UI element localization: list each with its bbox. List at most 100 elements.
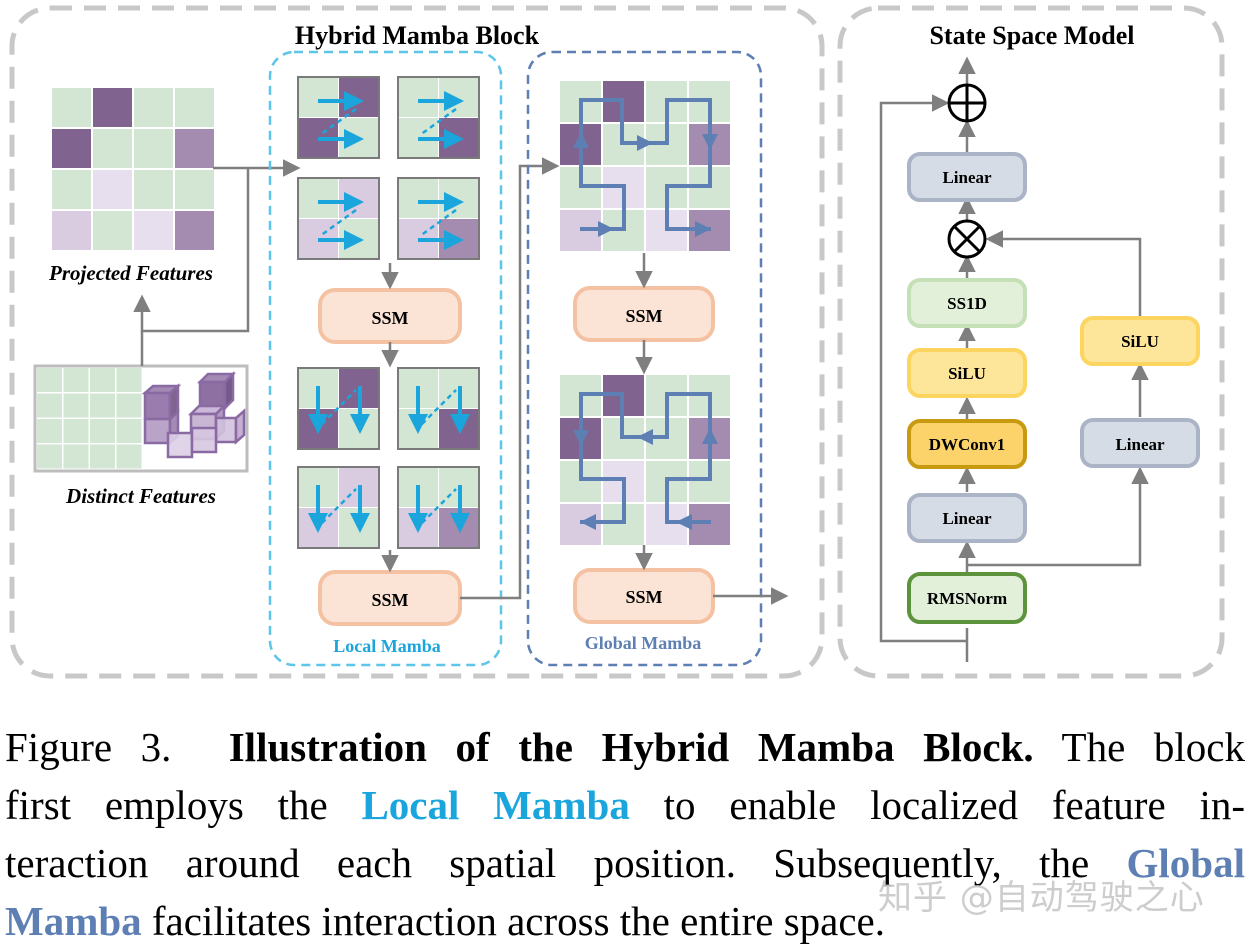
hybrid-block-title: Hybrid Mamba Block — [295, 21, 540, 50]
feature-cell — [116, 419, 142, 443]
svg-text:SS1D: SS1D — [947, 294, 987, 313]
scan-dash — [321, 389, 357, 425]
caption-line-4: Mamba facilitates interaction across the… — [5, 898, 886, 944]
hybrid-mamba-diagram: Hybrid Mamba Block State Space Model Pro… — [9, 5, 1225, 679]
caption-line-2: first employs the Local Mamba to enable … — [5, 782, 1245, 828]
patch-border — [297, 367, 380, 450]
svg-text:SiLU: SiLU — [1121, 332, 1159, 351]
scan-arrowhead — [702, 134, 718, 150]
svg-text:SSM: SSM — [625, 306, 662, 326]
feature-cell — [52, 170, 91, 209]
patch-cell — [339, 77, 379, 117]
feature-cell — [93, 211, 132, 250]
svg-text:SSM: SSM — [625, 587, 662, 607]
scan-arrowhead — [598, 221, 614, 237]
patch-border — [297, 466, 380, 549]
feature-cell — [90, 393, 115, 418]
scan-dash — [321, 488, 357, 524]
feature-cell — [93, 88, 132, 127]
scan-arrowhead — [637, 135, 653, 151]
connector-arrow — [133, 168, 250, 333]
figure-caption: Figure 3. Illustration of the Hybrid Mam… — [5, 718, 1245, 950]
feature-cell — [134, 88, 173, 127]
scan-arrowhead — [580, 514, 596, 530]
patch-cell — [339, 178, 379, 218]
global-ssm-box-2: SSM — [573, 568, 715, 624]
scan-dash — [319, 107, 357, 137]
svg-text:RMSNorm: RMSNorm — [927, 589, 1007, 608]
scan-patch — [297, 177, 380, 260]
scan-patch — [397, 466, 480, 549]
feature-cell — [175, 129, 214, 168]
scan-patch — [297, 76, 380, 159]
local-ssm-box-1: SSM — [318, 288, 462, 344]
feature-cell — [175, 88, 214, 127]
caption-title: Illustration of the Hybrid Mamba Block. — [228, 724, 1034, 770]
scan-arrowhead — [695, 221, 711, 237]
linear-right-node: Linear — [1080, 418, 1200, 468]
projected-features-grid — [52, 88, 214, 250]
scan-arrowhead — [702, 428, 718, 444]
scan-direction-arrows — [573, 132, 718, 530]
feature-cell — [63, 393, 89, 418]
patch-cell — [298, 178, 338, 218]
feature-cell — [37, 419, 62, 443]
silu-left-node: SiLU — [907, 348, 1027, 398]
scan-dash — [419, 208, 457, 238]
scan-arrowhead — [637, 429, 653, 445]
linear-top-node: Linear — [907, 152, 1027, 202]
global-mamba-container — [526, 50, 763, 667]
scan-dash — [319, 208, 357, 238]
patch-cell — [398, 77, 438, 117]
distinct-features-panel — [33, 364, 249, 473]
feature-cell — [116, 368, 142, 392]
local-mamba-label: Local Mamba — [333, 636, 441, 656]
ss1d-node: SS1D — [907, 278, 1027, 328]
svg-text:DWConv1: DWConv1 — [929, 435, 1006, 454]
feature-cell — [52, 211, 91, 250]
feature-cell — [93, 170, 132, 209]
feature-cell — [37, 444, 62, 469]
feature-cell — [63, 419, 89, 443]
svg-text:Linear: Linear — [942, 509, 992, 528]
dwconv-node: DWConv1 — [907, 419, 1027, 469]
feature-cell — [134, 129, 173, 168]
patch-border — [297, 177, 380, 260]
scan-patch — [397, 76, 480, 159]
linear-left-node: Linear — [907, 493, 1027, 543]
feature-cell — [134, 211, 173, 250]
add-operator-icon — [947, 83, 987, 123]
svg-text:Linear: Linear — [942, 168, 992, 187]
multiply-operator-icon — [947, 219, 987, 259]
projected-features-label: Projected Features — [48, 261, 213, 285]
patch-border — [397, 76, 480, 159]
feature-cell — [116, 393, 142, 418]
distinct-features-label: Distinct Features — [65, 484, 216, 508]
hybrid-block-container — [9, 5, 825, 679]
patch-border — [397, 367, 480, 450]
local-mamba-container — [268, 50, 503, 667]
local-ssm-box-2: SSM — [318, 570, 462, 626]
cube-stack-icon — [141, 370, 246, 459]
svg-text:SSM: SSM — [371, 308, 408, 328]
silu-right-node: SiLU — [1080, 316, 1200, 366]
figure-number: Figure 3. — [5, 724, 172, 770]
feature-cell — [63, 368, 89, 392]
scan-dash — [419, 107, 457, 137]
ssm-flow-lines — [879, 56, 1149, 662]
scan-patch — [297, 466, 380, 549]
scan-patch — [297, 367, 380, 450]
watermark: 知乎 @自动驾驶之心 — [878, 878, 1205, 918]
ssm-title: State Space Model — [929, 21, 1134, 50]
global-ssm-box-1: SSM — [573, 286, 715, 342]
feature-cell — [689, 504, 730, 545]
feature-cell — [90, 419, 115, 443]
patch-border — [397, 466, 480, 549]
feature-cell — [37, 368, 62, 392]
local-to-global-arrow — [460, 157, 560, 600]
local-mamba-highlight: Local Mamba — [361, 782, 630, 828]
caption-line-1: Figure 3. Illustration of the Hybrid Mam… — [5, 724, 1245, 770]
feature-cell — [37, 393, 62, 418]
feature-cell — [52, 129, 91, 168]
feature-cell — [52, 88, 91, 127]
